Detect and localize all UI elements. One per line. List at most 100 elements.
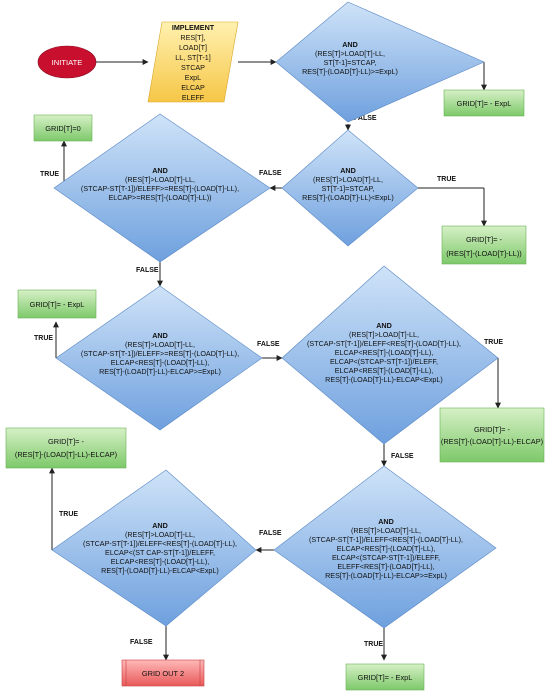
output-3: GRID[T]= - (RES[T]-(LOAD[T]-LL)) <box>441 225 527 265</box>
output-6: GRID[T]= - (RES[T]-(LOAD[T]-LL)-ELCAP) <box>5 427 127 469</box>
connectors <box>49 59 501 661</box>
decision-line: (RES[T]>LOAD[T]-LL, <box>313 175 383 184</box>
decision-title: AND <box>152 521 168 530</box>
decision-3: AND (RES[T]>LOAD[T]-LL, (STCAP-ST[T-1])/… <box>53 113 271 263</box>
decision-title: AND <box>376 321 392 330</box>
decision-line: RES[T]-(LOAD[T]-LL)-ELCAP<ExpL) <box>101 566 219 575</box>
output-box <box>5 427 127 469</box>
decision-line: RES[T]-(LOAD[T]-LL)-ELCAP>=ExpL) <box>325 571 447 580</box>
start-node: INITIATE <box>37 45 97 79</box>
output-line: GRID[T]= - <box>466 235 502 244</box>
decision-line: (RES[T]>LOAD[T]-LL, <box>351 526 421 535</box>
output-line: (RES[T]-(LOAD[T]-LL)-ELCAP) <box>441 437 543 446</box>
edge-label-false: FALSE <box>130 639 153 646</box>
output-2: GRID[T]=0 <box>33 114 93 142</box>
start-ellipse <box>37 45 97 79</box>
decision-line: RES[T]-(LOAD[T]-LL)<ExpL) <box>302 193 394 202</box>
decision-line: ELCAP<RES[T]-(LOAD[T]-LL), <box>111 557 209 566</box>
decision-line: (STCAP-ST[T-1])/ELEFF>=RES[T]-(LOAD[T]-L… <box>81 349 239 358</box>
output-line: GRID[T]= - ExpL <box>358 673 413 682</box>
decision-line: ELCAP<RES[T]-(LOAD[T]-LL), <box>337 544 435 553</box>
decision-line: RES[T]-(LOAD[T]-LL)-ELCAP>=ExpL) <box>99 367 221 376</box>
decision-line: (STCAP-ST[T-1])/ELEFF>=RES[T]-(LOAD[T]-L… <box>81 184 239 193</box>
output-line: (RES[T]-(LOAD[T]-LL)-ELCAP) <box>15 450 117 459</box>
decision-7: AND (RES[T]>LOAD[T]-LL, (STCAP-ST[T-1])/… <box>51 469 257 627</box>
output-line: GRID[T]= - <box>48 437 84 446</box>
implement-line: LOAD[T] <box>179 43 207 52</box>
edge-label-true: TRUE <box>484 339 503 346</box>
decision-diamond <box>53 113 271 263</box>
implement-line: ELEFF <box>182 93 205 102</box>
edge-label-false: FALSE <box>391 453 414 460</box>
decision-title: AND <box>152 166 168 175</box>
decision-4: AND (RES[T]>LOAD[T]-LL, (STCAP-ST[T-1])/… <box>55 285 263 431</box>
output-5: GRID[T]= - (RES[T]-(LOAD[T]-LL)-ELCAP) <box>439 407 545 463</box>
implement-line: ELCAP <box>181 83 205 92</box>
output-line: (RES[T]-(LOAD[T]-LL)) <box>446 249 522 258</box>
output-line: GRID[T]=0 <box>45 124 81 133</box>
output-line: GRID[T]= - <box>474 425 510 434</box>
end-node: GRID OUT 2 <box>121 659 205 687</box>
implement-parallelogram <box>147 21 239 103</box>
edge-label-false: FALSE <box>257 341 280 348</box>
edge-label-true: TRUE <box>364 641 383 648</box>
decision-title: AND <box>342 40 358 49</box>
output-line: GRID[T]= - ExpL <box>457 99 512 108</box>
decision-line: ELCAP<RES[T]-(LOAD[T]-LL), <box>111 358 209 367</box>
decision-line: RES[T]-(LOAD[T]-LL)-ELCAP<ExpL) <box>325 375 443 384</box>
output-box <box>345 663 425 691</box>
decision-line: (RES[T]>LOAD[T]-LL, <box>125 530 195 539</box>
implement-line: RES[T], <box>180 33 205 42</box>
decision-2: AND (RES[T]>LOAD[T]-LL, ST[T-1]=STCAP, R… <box>281 129 419 247</box>
output-box <box>33 114 93 142</box>
decision-title: AND <box>152 331 168 340</box>
edge-label-false: FALSE <box>354 115 377 122</box>
decision-title: AND <box>378 517 394 526</box>
decision-line: (RES[T]>LOAD[T]-LL, <box>125 340 195 349</box>
decision-line: ELCAP>=RES[T]-(LOAD[T]-LL)) <box>108 193 211 202</box>
decision-diamond <box>275 1 485 123</box>
decision-title: AND <box>340 166 356 175</box>
start-label: INITIATE <box>52 58 83 67</box>
end-label: GRID OUT 2 <box>142 669 184 678</box>
implement-line: ExpL <box>185 73 201 82</box>
output-box <box>439 407 545 463</box>
decision-diamond <box>273 465 497 629</box>
decision-5: AND (RES[T]>LOAD[T]-LL, (STCAP-ST[T-1])/… <box>281 265 499 445</box>
edge-label-true: TRUE <box>40 171 59 178</box>
decision-1: AND (RES[T]>LOAD[T]-LL, ST[T-1]=STCAP, R… <box>275 1 485 123</box>
decision-line: ELCAP<(STCAP-ST[T-1])/ELEFF, <box>332 553 440 562</box>
decision-line: (STCAP-ST[T-1])/ELEFF<RES[T]-(LOAD[T]-LL… <box>309 535 463 544</box>
implement-line: STCAP <box>181 63 205 72</box>
implement-title: IMPLEMENT <box>172 23 215 32</box>
output-box <box>443 89 525 117</box>
decision-line: (RES[T]>LOAD[T]-LL, <box>125 175 195 184</box>
decision-line: ELCAP<RES[T]-(LOAD[T]-LL), <box>335 348 433 357</box>
decision-line: ST[T-1]=STCAP, <box>322 184 375 193</box>
output-box <box>441 225 527 265</box>
output-box <box>17 289 97 319</box>
decision-line: ELEFF<RES[T]-(LOAD[T]-LL), <box>337 562 434 571</box>
output-1: GRID[T]= - ExpL <box>443 89 525 117</box>
decision-line: RES[T]-(LOAD[T]-LL)>=ExpL) <box>302 67 398 76</box>
edge-label-true: TRUE <box>59 511 78 518</box>
decision-line: (RES[T]>LOAD[T]-LL, <box>315 49 385 58</box>
end-box <box>121 659 205 687</box>
output-4: GRID[T]= - ExpL <box>17 289 97 319</box>
implement-line: LL, ST[T-1] <box>175 53 211 62</box>
decision-diamond <box>55 285 263 431</box>
decision-line: ELCAP<(ST CAP-ST[T-1])/ELEFF, <box>105 548 215 557</box>
decision-6: AND (RES[T]>LOAD[T]-LL, (STCAP-ST[T-1])/… <box>273 465 497 629</box>
edge-label-false: FALSE <box>259 170 282 177</box>
edge-label-true: TRUE <box>34 335 53 342</box>
output-7: GRID[T]= - ExpL <box>345 663 425 691</box>
decision-diamond <box>281 129 419 247</box>
implement-node: IMPLEMENT RES[T], LOAD[T] LL, ST[T-1] ST… <box>147 21 239 103</box>
decision-line: (STCAP-ST[T-1])/ELEFF<RES[T]-(LOAD[T]-LL… <box>83 539 237 548</box>
edge-label-true: TRUE <box>437 176 456 183</box>
decision-diamond <box>281 265 499 445</box>
decision-line: ELCAP<RES[T]-(LOAD[T]-LL), <box>335 366 433 375</box>
decision-diamond <box>51 469 257 627</box>
output-line: GRID[T]= - ExpL <box>30 300 85 309</box>
